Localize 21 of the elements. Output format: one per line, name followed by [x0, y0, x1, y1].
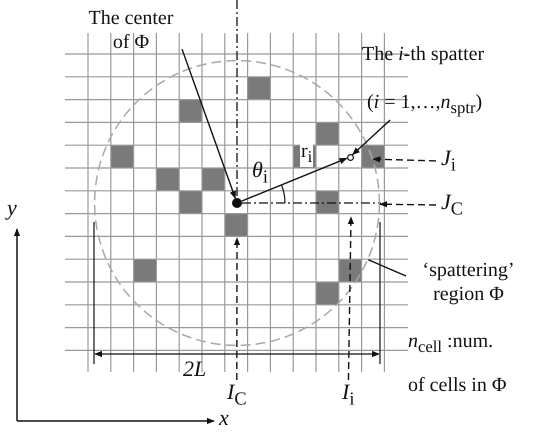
axis-label: y: [7, 196, 17, 220]
arrow: [181, 48, 236, 200]
arrow: [241, 158, 348, 202]
arrow: [352, 119, 391, 156]
callout-text: The center of Φ: [80, 6, 182, 54]
arrow: [372, 156, 436, 162]
dimension-label: 2L: [183, 357, 206, 381]
axis-label: x: [219, 406, 229, 430]
index-range-text: (i = 1,…,n$_{sptr}$): [367, 90, 484, 119]
arrow: [234, 237, 240, 380]
arrow: [348, 216, 354, 380]
callout-text: I$_{C}$: [227, 380, 247, 410]
angle-label: θ$_{i}$: [252, 158, 268, 188]
arrow: [379, 201, 436, 208]
callout-text: The i-th spatter: [362, 42, 484, 66]
callout-text: J$_{C}$: [436, 190, 463, 220]
callout-text: J$_{i}$: [436, 146, 456, 176]
leader-line: [368, 259, 406, 277]
callout-text: ‘spattering’ region Φ: [406, 258, 531, 306]
note-text: n$_{cell}$ :num. of cells in Φ: [408, 329, 508, 398]
callout-text: I$_{i}$: [342, 380, 354, 410]
